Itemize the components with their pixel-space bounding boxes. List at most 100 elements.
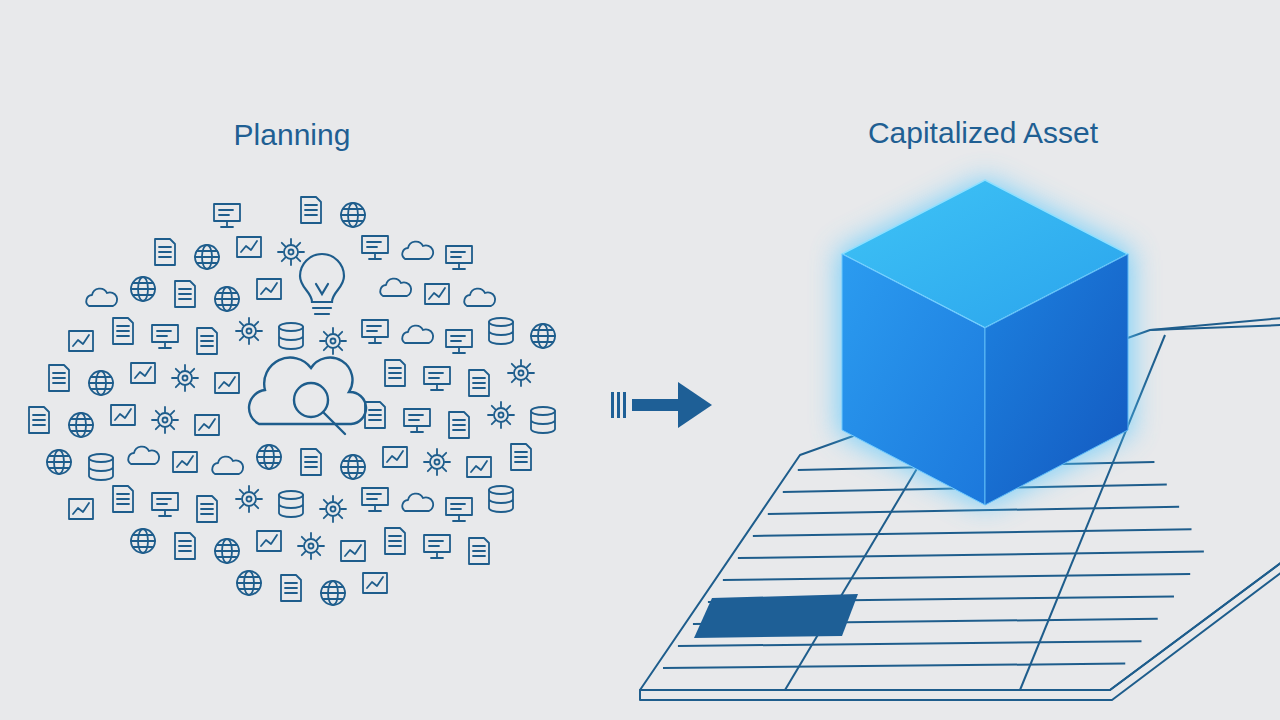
chart-frame	[257, 531, 281, 551]
document-lines	[305, 457, 317, 467]
monitor-screen	[362, 488, 388, 505]
monitor-screen	[152, 325, 178, 342]
document-outline	[29, 407, 49, 433]
gear-hub	[514, 366, 528, 380]
planning-icon	[128, 447, 159, 464]
globe-outline	[131, 277, 155, 301]
planning-icon	[111, 405, 135, 425]
gear-center	[247, 329, 252, 334]
gear-teeth	[236, 486, 262, 512]
document-lines	[389, 536, 401, 546]
globe-outline	[531, 324, 555, 348]
document-outline	[385, 528, 405, 554]
chart-line	[387, 451, 403, 462]
document-outline	[469, 538, 489, 564]
chart-frame	[237, 237, 261, 257]
chart-line	[429, 288, 445, 299]
chart-frame	[215, 373, 239, 393]
document-outline	[155, 239, 175, 265]
chart-line	[199, 419, 215, 430]
document-lines	[473, 546, 485, 556]
chart-frame	[383, 447, 407, 467]
planning-icon	[320, 496, 346, 522]
gear-center	[331, 507, 336, 512]
document-lines	[179, 289, 191, 299]
planning-icon	[489, 486, 513, 512]
globe-parallels	[131, 535, 155, 547]
chart-line	[261, 283, 277, 294]
database-body	[89, 458, 113, 480]
planning-icon	[195, 245, 219, 269]
globe-parallels	[69, 419, 93, 431]
sheet-row-line	[768, 507, 1179, 514]
monitor-stand	[157, 331, 171, 348]
planning-icon	[363, 573, 387, 593]
gear-hub	[326, 502, 340, 516]
sheet-row-line	[678, 641, 1142, 646]
globe-parallels	[195, 251, 219, 263]
document-outline	[197, 496, 217, 522]
chart-line	[135, 367, 151, 378]
planning-icon	[341, 541, 365, 561]
planning-icon	[257, 445, 281, 469]
document-outline	[281, 575, 301, 601]
gear-center	[519, 371, 524, 376]
magnifier-handle	[323, 412, 345, 434]
globe-outline	[321, 581, 345, 605]
globe-outline	[47, 450, 71, 474]
cloud-icon	[380, 279, 411, 296]
planning-icon	[215, 539, 239, 563]
globe-outline	[257, 445, 281, 469]
planning-icon	[212, 457, 243, 474]
gear-hub	[284, 245, 298, 259]
planning-icon	[279, 323, 303, 349]
planning-icon	[362, 320, 388, 343]
lightbulb-icon	[300, 254, 344, 314]
gear-center	[331, 339, 336, 344]
chart-line	[471, 461, 487, 472]
section-heading: Planning	[234, 117, 351, 153]
monitor-stand	[367, 326, 381, 343]
planning-icon	[215, 373, 239, 393]
planning-icon	[89, 371, 113, 395]
planning-icon	[321, 581, 345, 605]
monitor-stand	[157, 499, 171, 516]
monitor-stand	[367, 242, 381, 259]
document-outline	[301, 449, 321, 475]
planning-icon	[467, 457, 491, 477]
gear-hub	[494, 408, 508, 422]
monitor-screen	[424, 535, 450, 552]
flow-arrow	[632, 399, 686, 411]
planning-icon	[385, 528, 405, 554]
planning-icon	[511, 444, 531, 470]
planning-icon	[131, 363, 155, 383]
document-lines	[179, 541, 191, 551]
cube-right	[985, 254, 1128, 505]
planning-icon	[362, 488, 388, 511]
globe-parallels	[89, 377, 113, 389]
globe-parallels	[257, 451, 281, 463]
planning-icon	[175, 533, 195, 559]
document-outline	[49, 365, 69, 391]
document-lines	[305, 205, 317, 215]
chart-frame	[341, 541, 365, 561]
monitor-stand	[409, 415, 423, 432]
search-cloud	[249, 358, 366, 434]
cube-glow	[838, 178, 1132, 508]
gear-hub	[242, 492, 256, 506]
planning-icon	[365, 402, 385, 428]
gear-center	[163, 418, 168, 423]
document-lines	[33, 415, 45, 425]
sheet-row-line	[663, 664, 1125, 668]
sheet-top-line	[1150, 325, 1280, 330]
planning-icon	[131, 277, 155, 301]
monitor-screen	[214, 204, 240, 221]
database-top	[531, 407, 555, 415]
bulb-base	[313, 284, 331, 314]
gear-teeth	[508, 360, 534, 386]
planning-icon	[89, 454, 113, 480]
globe-parallels	[131, 283, 155, 295]
gear-hub	[304, 539, 318, 553]
